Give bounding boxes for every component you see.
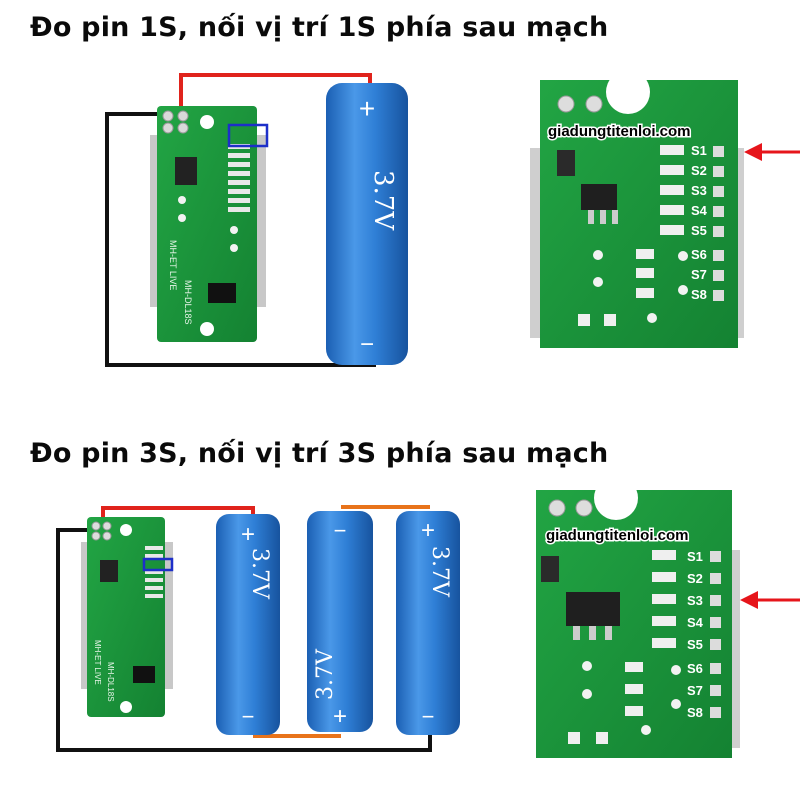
pad-label-s5-3s: S5 [687,637,703,652]
red-arrow-3s [740,591,800,609]
pad-label-s5-1s: S5 [691,223,707,238]
pad-label-s1-1s: S1 [691,143,707,158]
battery-minus-1s: − [360,331,374,358]
pad-label-s4-1s: S4 [691,203,708,218]
battery-3s-right: + 3.7V − [396,511,460,735]
board-back-closeup-1s: S1 S2 S3 S4 S5 S6 S7 S8 giadungtitenloi.… [530,70,744,348]
voltage-module-front-1s: MH-ET LIVE MH-DL18S [150,106,269,342]
battery-3s-left: + 3.7V − [216,514,280,735]
board-model-1s: MH-DL18S [183,280,193,325]
battery-voltage-1s: 3.7V [368,170,398,231]
pad-label-s6-3s: S6 [687,661,703,676]
battery-middle-plus: + [333,703,347,730]
battery-plus-1s: + [359,93,375,124]
board-label-3s: MH-ET LIVE [93,640,102,685]
pad-highlight-box-1s [227,123,269,148]
board-label-1s: MH-ET LIVE [168,240,178,290]
battery-middle-voltage: 3.7V [313,648,338,700]
pad-highlight-box-3s [142,557,174,572]
battery-3s-middle: − 3.7V + [307,511,373,732]
pad-label-s2-3s: S2 [687,571,703,586]
board-model-3s: MH-DL18S [106,662,115,702]
pad-label-s7-3s: S7 [687,683,703,698]
watermark-3s: giadungtitenloi.com [546,527,689,544]
battery-right-voltage: 3.7V [427,546,452,598]
pad-label-s8-3s: S8 [687,705,703,720]
battery-right-plus: + [421,517,435,544]
pad-label-s8-1s: S8 [691,287,707,302]
pad-label-s4-3s: S4 [687,615,704,630]
voltage-module-front-3s: MH-ET LIVE MH-DL18S [81,517,174,717]
pad-label-s7-1s: S7 [691,267,707,282]
red-wire-1s [179,73,372,118]
heading-1s: Đo pin 1S, nối vị trí 1S phía sau mạch [30,12,609,43]
battery-1s: + 3.7V − [326,83,408,365]
board-back-closeup-3s: S1 S2 S3 S4 S5 S6 S7 S8 giadungtitenloi.… [536,476,740,758]
black-wire-3s [56,528,432,752]
battery-middle-minus: − [334,518,347,543]
pad-label-s3-3s: S3 [687,593,703,608]
battery-left-voltage: 3.7V [247,548,272,600]
pad-label-s1-3s: S1 [687,549,703,564]
battery-right-minus: − [422,704,435,729]
heading-3s: Đo pin 3S, nối vị trí 3S phía sau mạch [30,438,609,469]
pad-label-s6-1s: S6 [691,247,707,262]
red-arrow-1s [744,143,800,161]
pad-label-s2-1s: S2 [691,163,707,178]
black-wire-1s [105,112,376,367]
pad-label-s3-1s: S3 [691,183,707,198]
battery-left-minus: − [242,704,255,729]
watermark-1s: giadungtitenloi.com [548,123,691,140]
battery-left-plus: + [241,521,255,548]
